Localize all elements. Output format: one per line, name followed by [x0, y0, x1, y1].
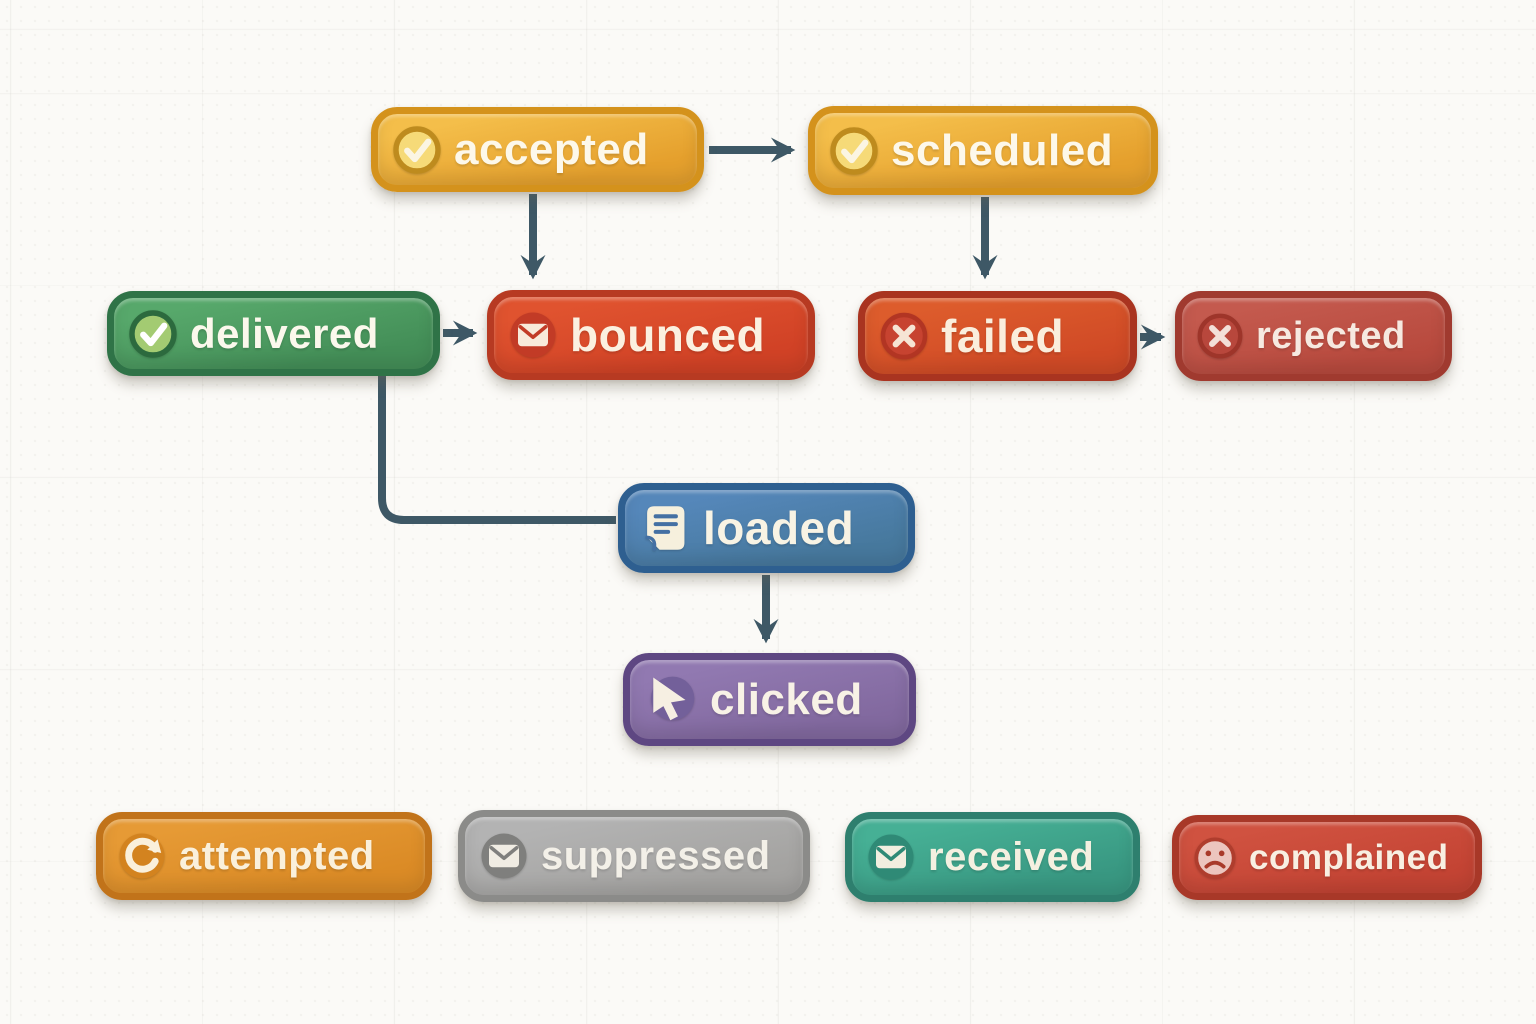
node-delivered: delivered — [107, 291, 440, 376]
refresh-icon — [115, 829, 169, 883]
node-failed: failed — [858, 291, 1137, 381]
node-clicked: clicked — [623, 653, 916, 746]
envelope-circle-icon — [506, 308, 560, 362]
check-circle-icon — [126, 307, 180, 361]
node-received: received — [845, 812, 1140, 902]
node-bounced: bounced — [487, 290, 815, 380]
envelope-circle-icon — [864, 830, 918, 884]
node-label: scheduled — [891, 125, 1114, 175]
node-suppressed: suppressed — [458, 810, 810, 902]
node-rejected: rejected — [1175, 291, 1452, 381]
node-label: loaded — [703, 502, 855, 554]
node-scheduled: scheduled — [808, 106, 1158, 195]
node-label: rejected — [1256, 314, 1406, 357]
node-label: bounced — [570, 309, 766, 361]
node-accepted: accepted — [371, 107, 704, 192]
envelope-circle-icon — [477, 829, 531, 883]
node-attempted: attempted — [96, 812, 432, 900]
node-label: attempted — [179, 833, 375, 878]
x-circle-icon — [877, 309, 931, 363]
node-loaded: loaded — [618, 483, 915, 573]
node-label: complained — [1249, 837, 1449, 877]
node-label: suppressed — [541, 833, 771, 878]
document-icon — [637, 500, 693, 556]
node-label: received — [928, 834, 1095, 879]
x-circle-icon — [1194, 310, 1246, 362]
node-label: clicked — [710, 674, 863, 724]
node-label: failed — [941, 310, 1065, 362]
frown-circle-icon — [1191, 834, 1239, 882]
node-label: accepted — [454, 124, 649, 174]
check-circle-icon — [827, 124, 881, 178]
check-circle-icon — [390, 123, 444, 177]
node-label: delivered — [190, 309, 379, 357]
node-complained: complained — [1172, 815, 1482, 900]
edge-delivered-to-loaded — [378, 374, 616, 524]
cursor-icon — [642, 671, 700, 729]
